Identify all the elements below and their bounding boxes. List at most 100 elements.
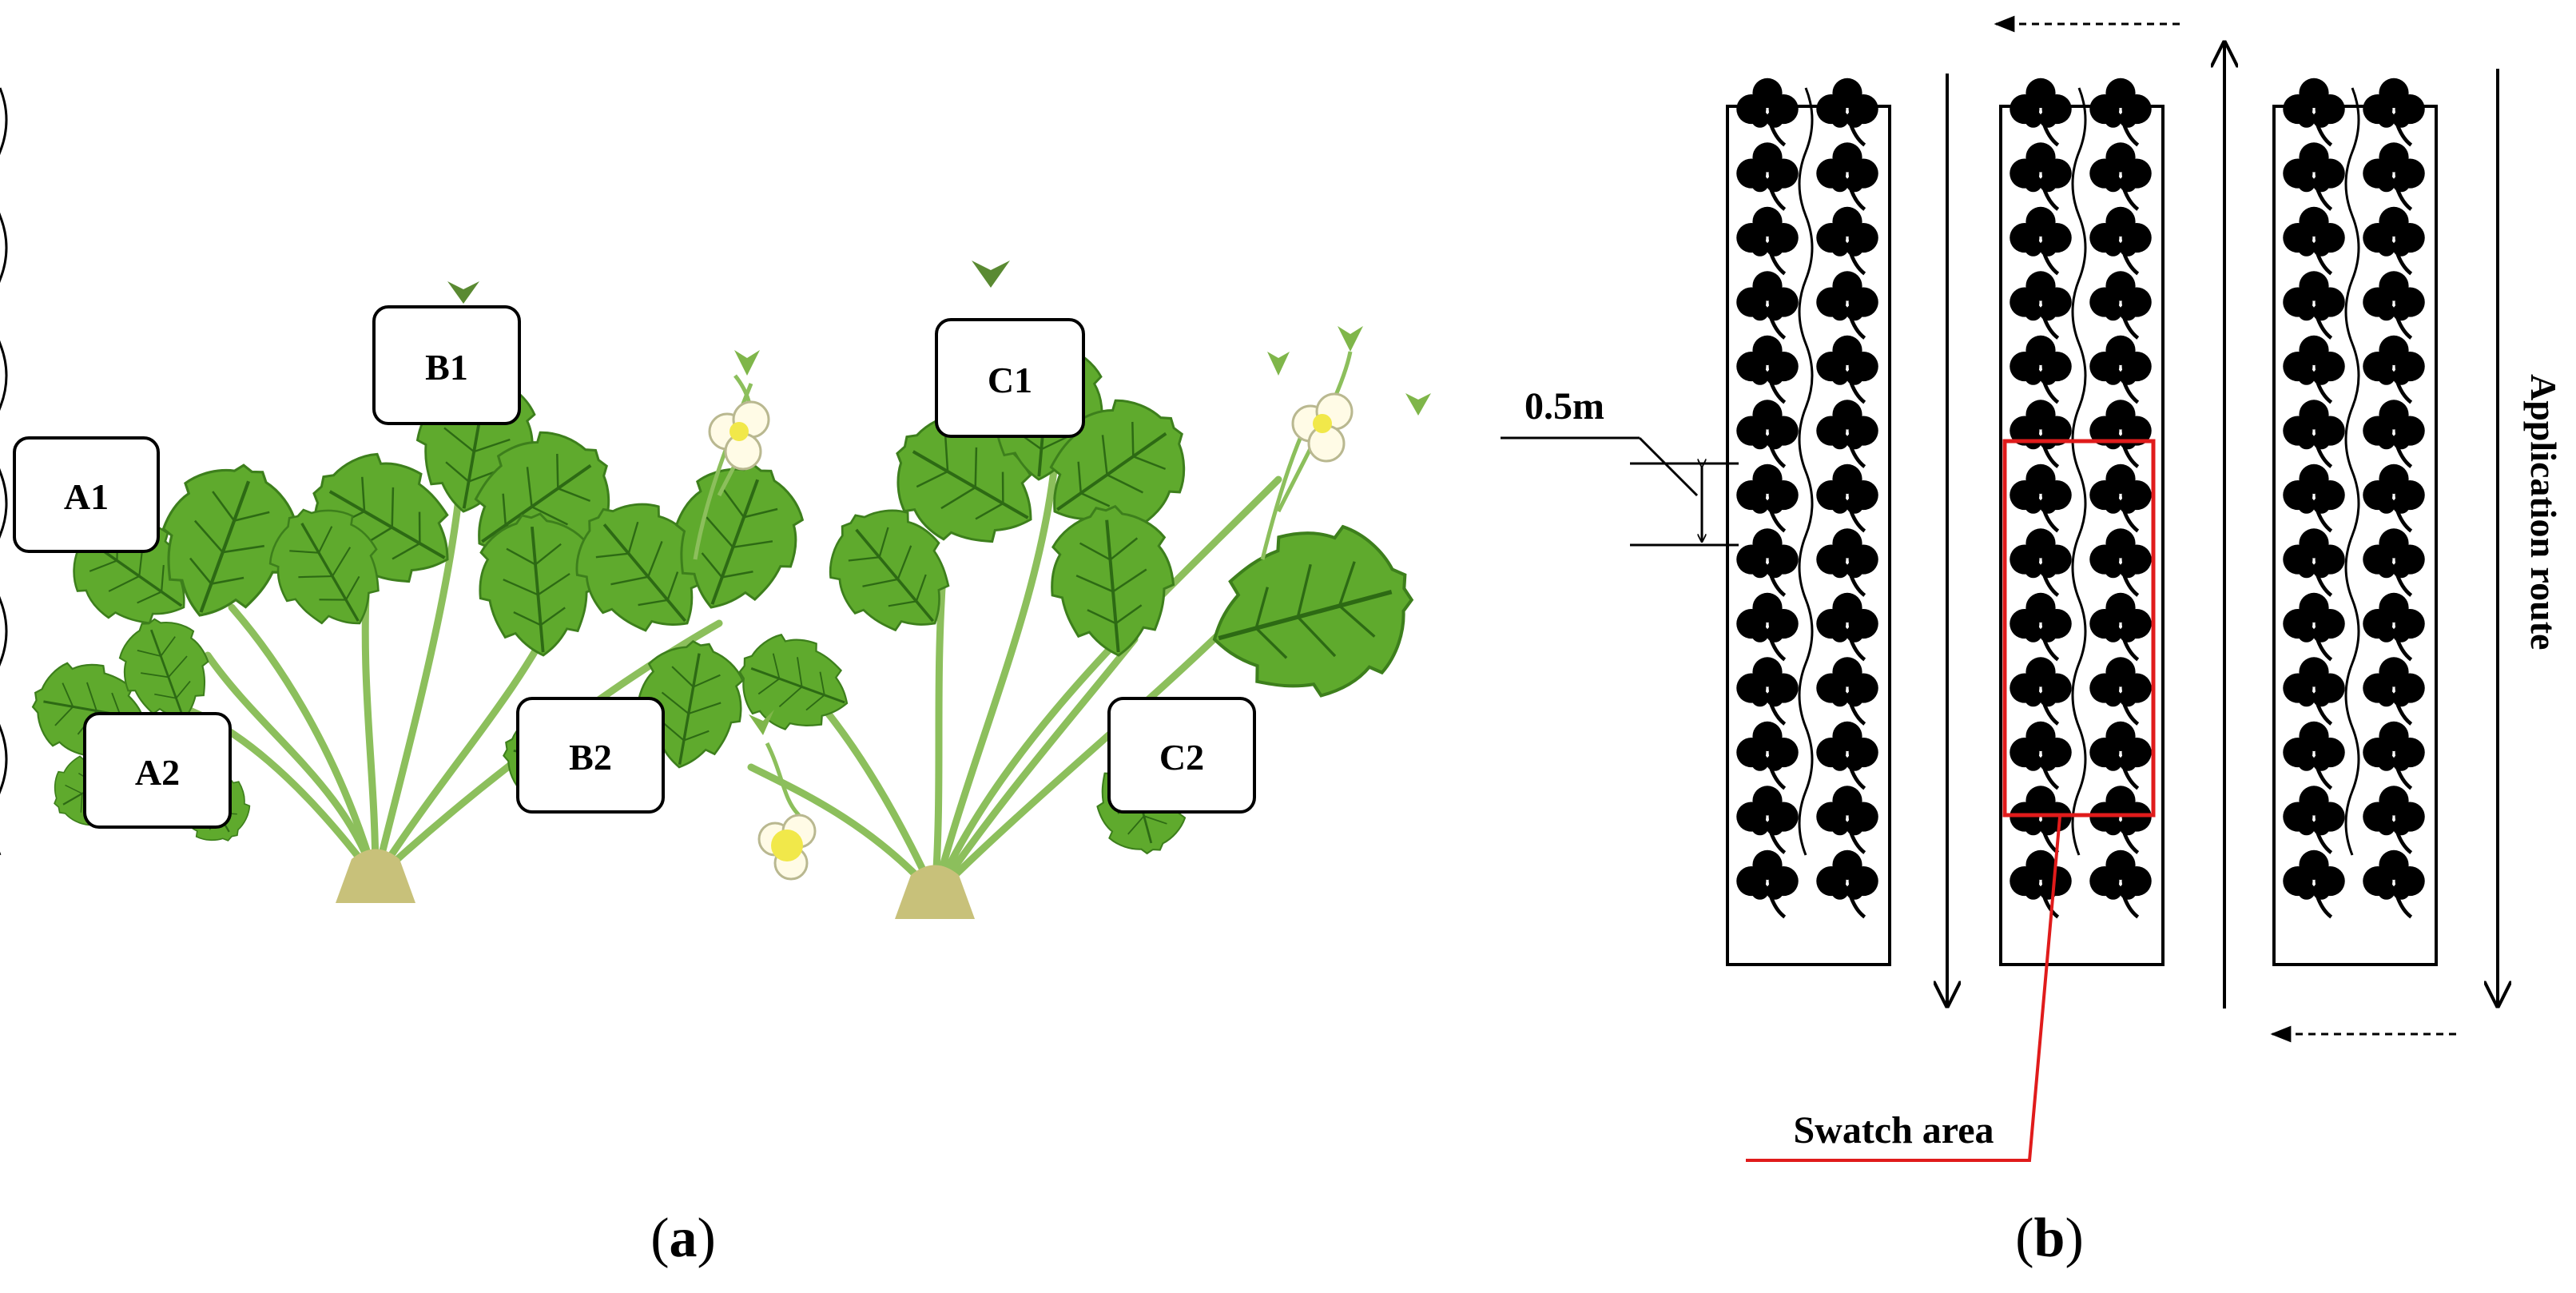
clover-icon	[1816, 78, 1878, 145]
clover-grid	[1736, 78, 2425, 917]
clover-icon	[2010, 78, 2072, 145]
clover-icon	[2363, 722, 2425, 789]
clover-icon	[1816, 464, 1878, 531]
clover-icon	[2283, 850, 2345, 917]
panel-b-layout: Swatch area 0.5m Application route (b)	[0, 15, 2564, 1269]
flower-decorations	[447, 261, 1431, 881]
clover-icon	[1736, 142, 1799, 209]
clover-icon	[2283, 722, 2345, 789]
clover-icon	[1736, 464, 1799, 531]
clover-icon	[2363, 786, 2425, 853]
clover-icon	[1816, 722, 1878, 789]
clover-icon	[2283, 142, 2345, 209]
svg-text:B1: B1	[425, 347, 468, 388]
svg-text:(a): (a)	[650, 1207, 716, 1269]
svg-text:C1: C1	[988, 360, 1032, 400]
clover-icon	[1736, 207, 1799, 274]
clover-icon	[2089, 142, 2152, 209]
clover-icon	[1816, 528, 1878, 595]
clover-icon	[2010, 657, 2072, 724]
clover-icon	[1816, 336, 1878, 403]
clover-icon	[1736, 271, 1799, 338]
clover-icon	[2010, 786, 2072, 853]
clover-icon	[1816, 271, 1878, 338]
caption-b: (b)	[2015, 1207, 2084, 1269]
plant-right-crown	[895, 865, 975, 919]
clover-icon	[1816, 207, 1878, 274]
clover-icon	[1736, 786, 1799, 853]
clover-icon	[2363, 400, 2425, 467]
clover-icon	[1816, 400, 1878, 467]
swatch-leader-line	[1746, 816, 2061, 1162]
svg-text:A2: A2	[135, 752, 180, 793]
clover-icon	[2010, 464, 2072, 531]
plant-row-1	[1726, 105, 1891, 966]
clover-icon	[2363, 850, 2425, 917]
clover-icon	[2283, 593, 2345, 660]
clover-icon	[1736, 593, 1799, 660]
clover-icon	[2283, 786, 2345, 853]
clover-icon	[2089, 336, 2152, 403]
clover-icon	[2283, 78, 2345, 145]
clover-icon	[2363, 78, 2425, 145]
svg-text:A1: A1	[64, 476, 109, 517]
plant-row-3	[2272, 105, 2438, 966]
clover-icon	[2010, 593, 2072, 660]
clover-icon	[1816, 593, 1878, 660]
clover-icon	[2010, 336, 2072, 403]
clover-icon	[2089, 786, 2152, 853]
spacing-dimension	[1501, 436, 1739, 547]
clover-icon	[1736, 657, 1799, 724]
clover-icon	[2363, 593, 2425, 660]
label-c2: C2	[1107, 697, 1256, 814]
clover-icon	[2089, 528, 2152, 595]
clover-icon	[2010, 207, 2072, 274]
clover-icon	[1736, 722, 1799, 789]
clover-icon	[1816, 786, 1878, 853]
label-c1: C1	[935, 318, 1085, 438]
clover-icon	[2089, 657, 2152, 724]
clover-icon	[2363, 207, 2425, 274]
clover-icon	[1736, 78, 1799, 145]
plant-row-2	[1999, 105, 2165, 966]
clover-icon	[2283, 657, 2345, 724]
clover-icon	[2363, 464, 2425, 531]
clover-icon	[2010, 722, 2072, 789]
clover-icon	[2283, 207, 2345, 274]
clover-icon	[2089, 593, 2152, 660]
clover-icon	[2010, 850, 2072, 917]
clover-icon	[2089, 464, 2152, 531]
label-a2: A2	[83, 712, 232, 829]
clover-icon	[2089, 850, 2152, 917]
clover-icon	[2283, 464, 2345, 531]
clover-icon	[2089, 207, 2152, 274]
clover-icon	[2363, 528, 2425, 595]
clover-icon	[2283, 271, 2345, 338]
clover-icon	[1816, 657, 1878, 724]
plant-right-stems	[747, 460, 1282, 899]
clover-icon	[1736, 400, 1799, 467]
clover-icon	[2363, 657, 2425, 724]
clover-icon	[2089, 78, 2152, 145]
clover-icon	[2363, 271, 2425, 338]
svg-text:B2: B2	[569, 737, 612, 778]
clover-icon	[2363, 142, 2425, 209]
label-b2: B2	[516, 697, 665, 814]
clover-icon	[2283, 336, 2345, 403]
caption-a: (a)	[650, 1207, 716, 1269]
clover-icon	[2010, 142, 2072, 209]
clover-icon	[2089, 722, 2152, 789]
svg-text:(b): (b)	[2015, 1207, 2084, 1269]
swatch-area-label: Swatch area	[1793, 1109, 1994, 1152]
clover-icon	[2283, 400, 2345, 467]
clover-icon	[1736, 336, 1799, 403]
clover-icon	[2089, 400, 2152, 467]
clover-icon	[1816, 850, 1878, 917]
clover-icon	[1816, 142, 1878, 209]
application-route-label: Application route	[2523, 374, 2564, 650]
clover-icon	[2089, 271, 2152, 338]
clover-icon	[1736, 528, 1799, 595]
swatch-area-box	[2002, 439, 2156, 818]
clover-icon	[2010, 400, 2072, 467]
